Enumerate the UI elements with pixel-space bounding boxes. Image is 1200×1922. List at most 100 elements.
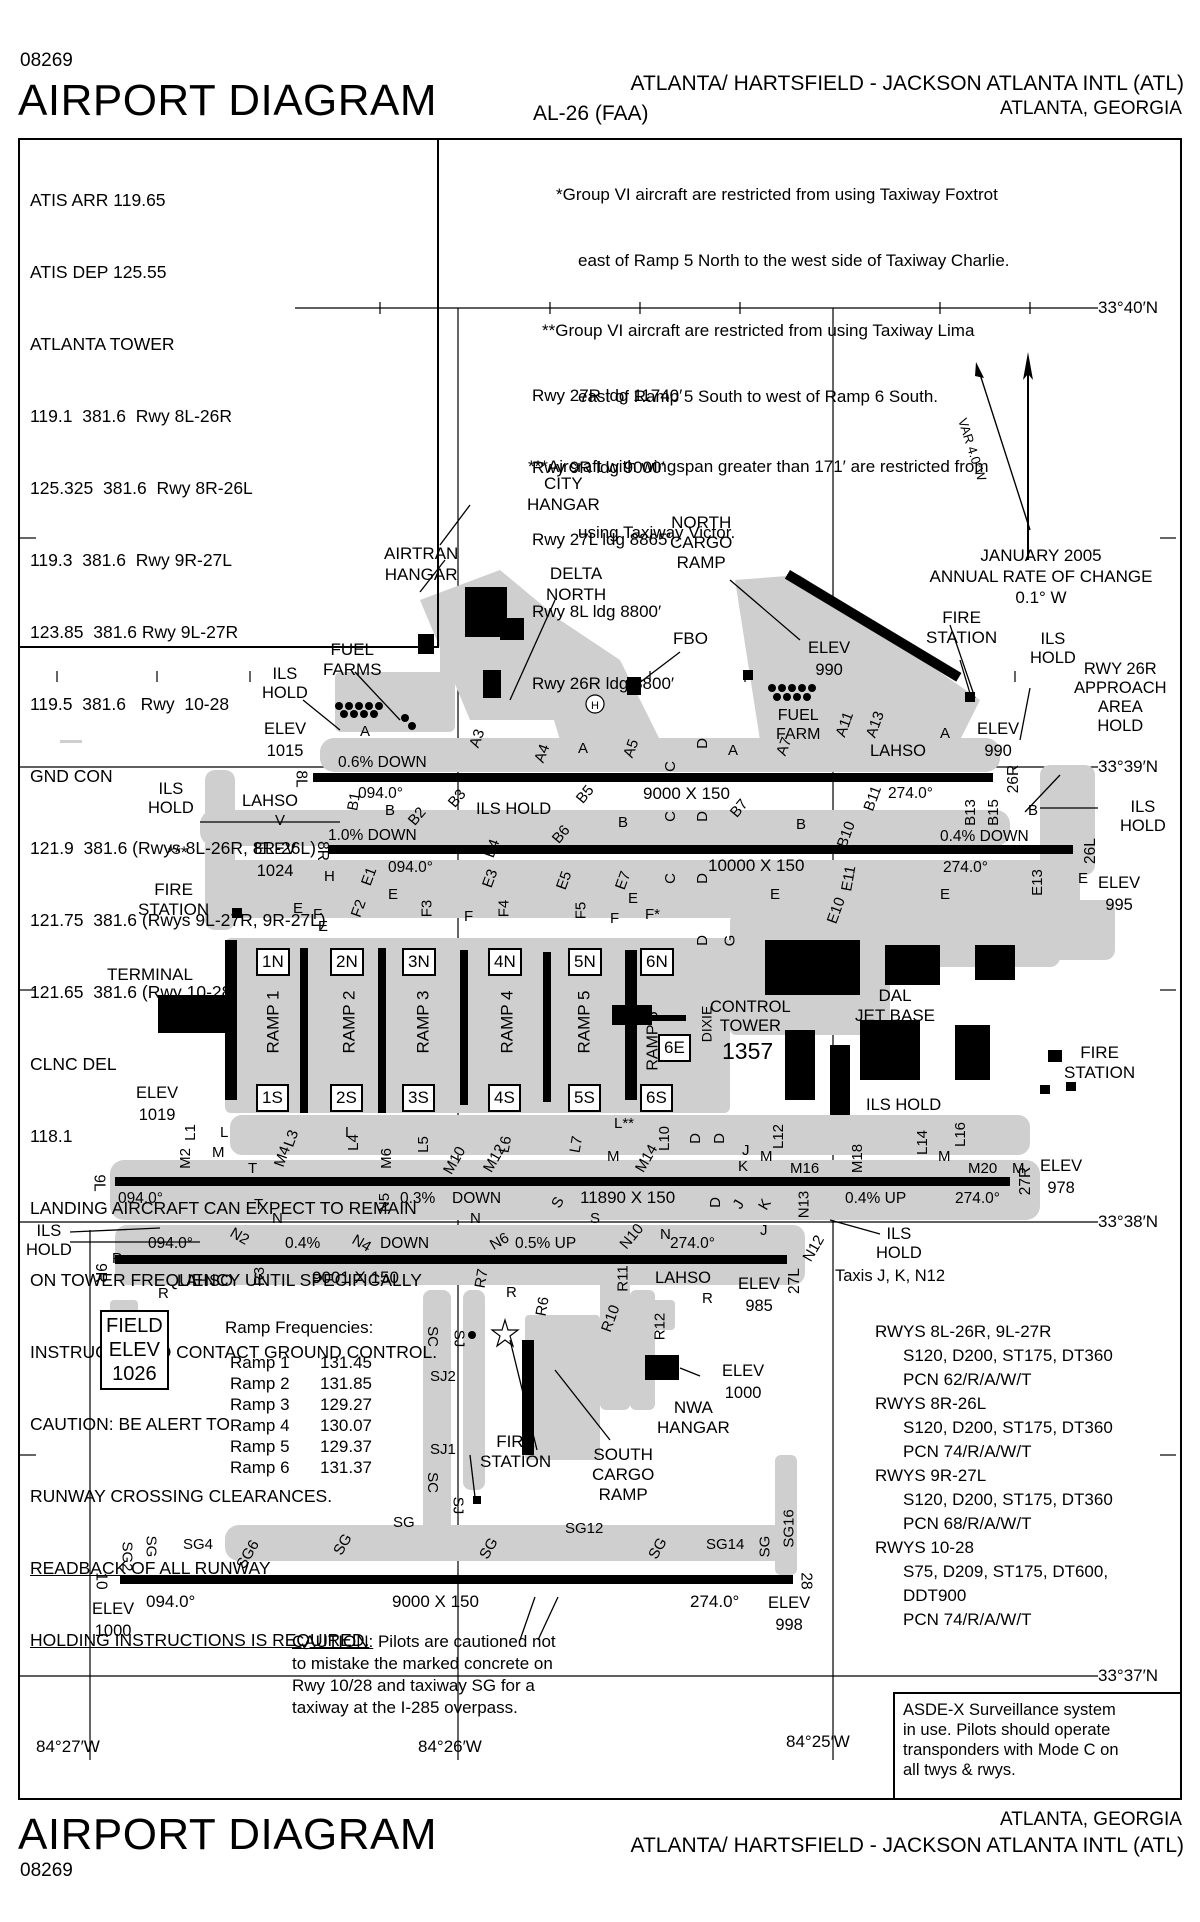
taxiway-label: SJ2 xyxy=(430,1368,456,1385)
runway-8l-26r xyxy=(313,773,993,782)
rwy9l-heading-e: 274.0° xyxy=(955,1190,1000,1207)
taxiway-label: R7 xyxy=(471,1267,492,1290)
heliport-icon xyxy=(585,694,605,714)
taxiway-label: R12 xyxy=(651,1312,669,1341)
ramp-box-6n: 6N xyxy=(640,948,674,976)
fire-station-east-label: FIRE STATION xyxy=(1064,1043,1136,1082)
leader-lines xyxy=(69,504,1098,1641)
taxiway-label: SG xyxy=(645,1534,671,1563)
freq-line: 118.1 xyxy=(30,1126,73,1146)
fuel-farm-label: FUEL FARM xyxy=(776,707,821,743)
north-cargo-label: NORTH CARGO RAMP xyxy=(670,513,733,572)
freq-line: ON TOWER FREQUENCY UNTIL SPECIFICALLY xyxy=(30,1270,422,1290)
taxiway-label: L5 xyxy=(414,1136,432,1153)
taxiway-label: R3 xyxy=(251,1266,269,1287)
lahso-label-s: LAHSO xyxy=(655,1269,711,1287)
chart-code-bottom: 08269 xyxy=(20,1860,73,1881)
fire-station-west-label: FIRE STATION xyxy=(138,880,210,919)
rwy9l-heading-w: 094.0° xyxy=(118,1190,163,1207)
taxiway-label: R6 xyxy=(532,1295,553,1318)
taxiway-label: D xyxy=(686,1133,704,1144)
taxiway-label: N10 xyxy=(616,1220,648,1253)
north-arrow-icon xyxy=(1023,352,1033,380)
fbo-label: FBO xyxy=(673,629,708,648)
ramp-box-1s: 1S xyxy=(256,1084,289,1112)
rwy8r-gradient-w: 1.0% DOWN xyxy=(328,827,417,844)
taxiway-label: R xyxy=(158,1285,169,1302)
lon-26: 84°26′W xyxy=(418,1737,482,1756)
chart-title-top: AIRPORT DIAGRAM xyxy=(18,76,438,125)
taxiway-label: F xyxy=(610,910,620,927)
freq-line: CAUTION: BE ALERT TO xyxy=(30,1414,231,1434)
taxiway-label: R xyxy=(702,1290,713,1307)
taxiway-label: SG2 xyxy=(118,1541,136,1572)
taxiway-label: V xyxy=(275,812,286,829)
taxiway-label: SJ xyxy=(449,1496,467,1515)
fuel-tanks xyxy=(335,684,816,730)
rwy8r-heading-w: 094.0° xyxy=(388,859,433,876)
ramp-box-4n: 4N xyxy=(488,948,522,976)
rwy9r-dimension: 9001 X 150 xyxy=(312,1268,399,1287)
taxiway-label: F* xyxy=(645,906,660,923)
ramp-box-2s: 2S xyxy=(330,1084,363,1112)
taxiway-label: SG xyxy=(756,1535,774,1558)
tower-elev-1357: 1357 xyxy=(722,1038,774,1064)
taxiway-label: L10 xyxy=(656,1125,674,1152)
frequency-block: ATIS ARR 119.65 ATIS DEP 125.55 ATLANTA … xyxy=(30,140,437,1676)
taxiway-label: N xyxy=(470,1210,481,1227)
taxiway-label: B xyxy=(796,816,807,833)
readback-line: HOLDING INSTRUCTIONS IS REQUIRED. xyxy=(30,1630,370,1650)
location-bottom: ATLANTA, GEORGIA xyxy=(1000,1809,1182,1830)
taxiway-label: T xyxy=(254,1196,264,1213)
freq-line: 119.1 381.6 Rwy 8L-26R xyxy=(30,406,233,426)
runways xyxy=(115,773,1073,1584)
taxiway-label: N4 xyxy=(349,1231,375,1256)
triple-star-mark: *** xyxy=(168,844,188,862)
freq-line: 125.325 381.6 Rwy 8R-26L xyxy=(30,478,253,498)
taxiway-label: M12 xyxy=(479,1141,510,1176)
lon-25: 84°25′W xyxy=(786,1732,850,1751)
taxiway-label: M18 xyxy=(849,1143,867,1174)
control-tower-label: CONTROL TOWER xyxy=(710,998,791,1035)
rwy8r-heading-e: 274.0° xyxy=(943,859,988,876)
annual-rate-change: JANUARY 2005 ANNUAL RATE OF CHANGE 0.1° … xyxy=(929,546,1153,607)
rwy9l-gradient-m: DOWN xyxy=(452,1190,502,1207)
lat-40: 33°40′N xyxy=(1098,298,1159,317)
taxiway-label: N2 xyxy=(227,1224,253,1249)
taxiway-label: P xyxy=(112,1250,123,1267)
taxiway-label: L4 xyxy=(344,1134,362,1151)
taxiway-label: D xyxy=(706,1197,724,1208)
lahso-label-ne: LAHSO xyxy=(870,742,926,760)
taxiway-label: L1 xyxy=(181,1124,199,1141)
ils-hold-label-nw: ILS HOLD xyxy=(262,665,308,702)
taxiway-label: SG xyxy=(142,1535,160,1558)
taxiway-label: SC xyxy=(423,1472,441,1493)
rwy9l-gradient-w: 0.3% xyxy=(400,1190,436,1207)
rwy9l-dimension: 11890 X 150 xyxy=(580,1188,676,1207)
taxiway-label: N12 xyxy=(799,1232,829,1265)
taxiway-label: SG6 xyxy=(233,1537,263,1572)
taxiway-label: E xyxy=(1078,870,1089,887)
freq-line: 119.3 381.6 Rwy 9R-27L xyxy=(30,550,233,570)
taxiway-label: R11 xyxy=(614,1265,632,1292)
ramp-box-6s: 6S xyxy=(640,1084,673,1112)
rwy10-heading-w: 094.0° xyxy=(146,1592,196,1611)
taxiway-label: M20 xyxy=(968,1160,998,1177)
freq-line: 121.65 381.6 (Rwy 10-28) xyxy=(30,982,238,1002)
ils-hold-label-se: ILS HOLD xyxy=(876,1225,922,1262)
rwy10-heading-e: 274.0° xyxy=(690,1592,740,1611)
ramp-box-2n: 2N xyxy=(330,948,364,976)
taxiway-label: N xyxy=(272,1210,283,1227)
rwy9l-gradient-e: 0.4% UP xyxy=(845,1190,907,1207)
taxiway-label: M xyxy=(760,1148,773,1165)
ramp-box-5n: 5N xyxy=(568,948,602,976)
chart-title-bottom: AIRPORT DIAGRAM xyxy=(18,1810,438,1859)
taxiway-label: F xyxy=(464,908,474,925)
location-top: ATLANTA, GEORGIA xyxy=(1000,98,1182,119)
